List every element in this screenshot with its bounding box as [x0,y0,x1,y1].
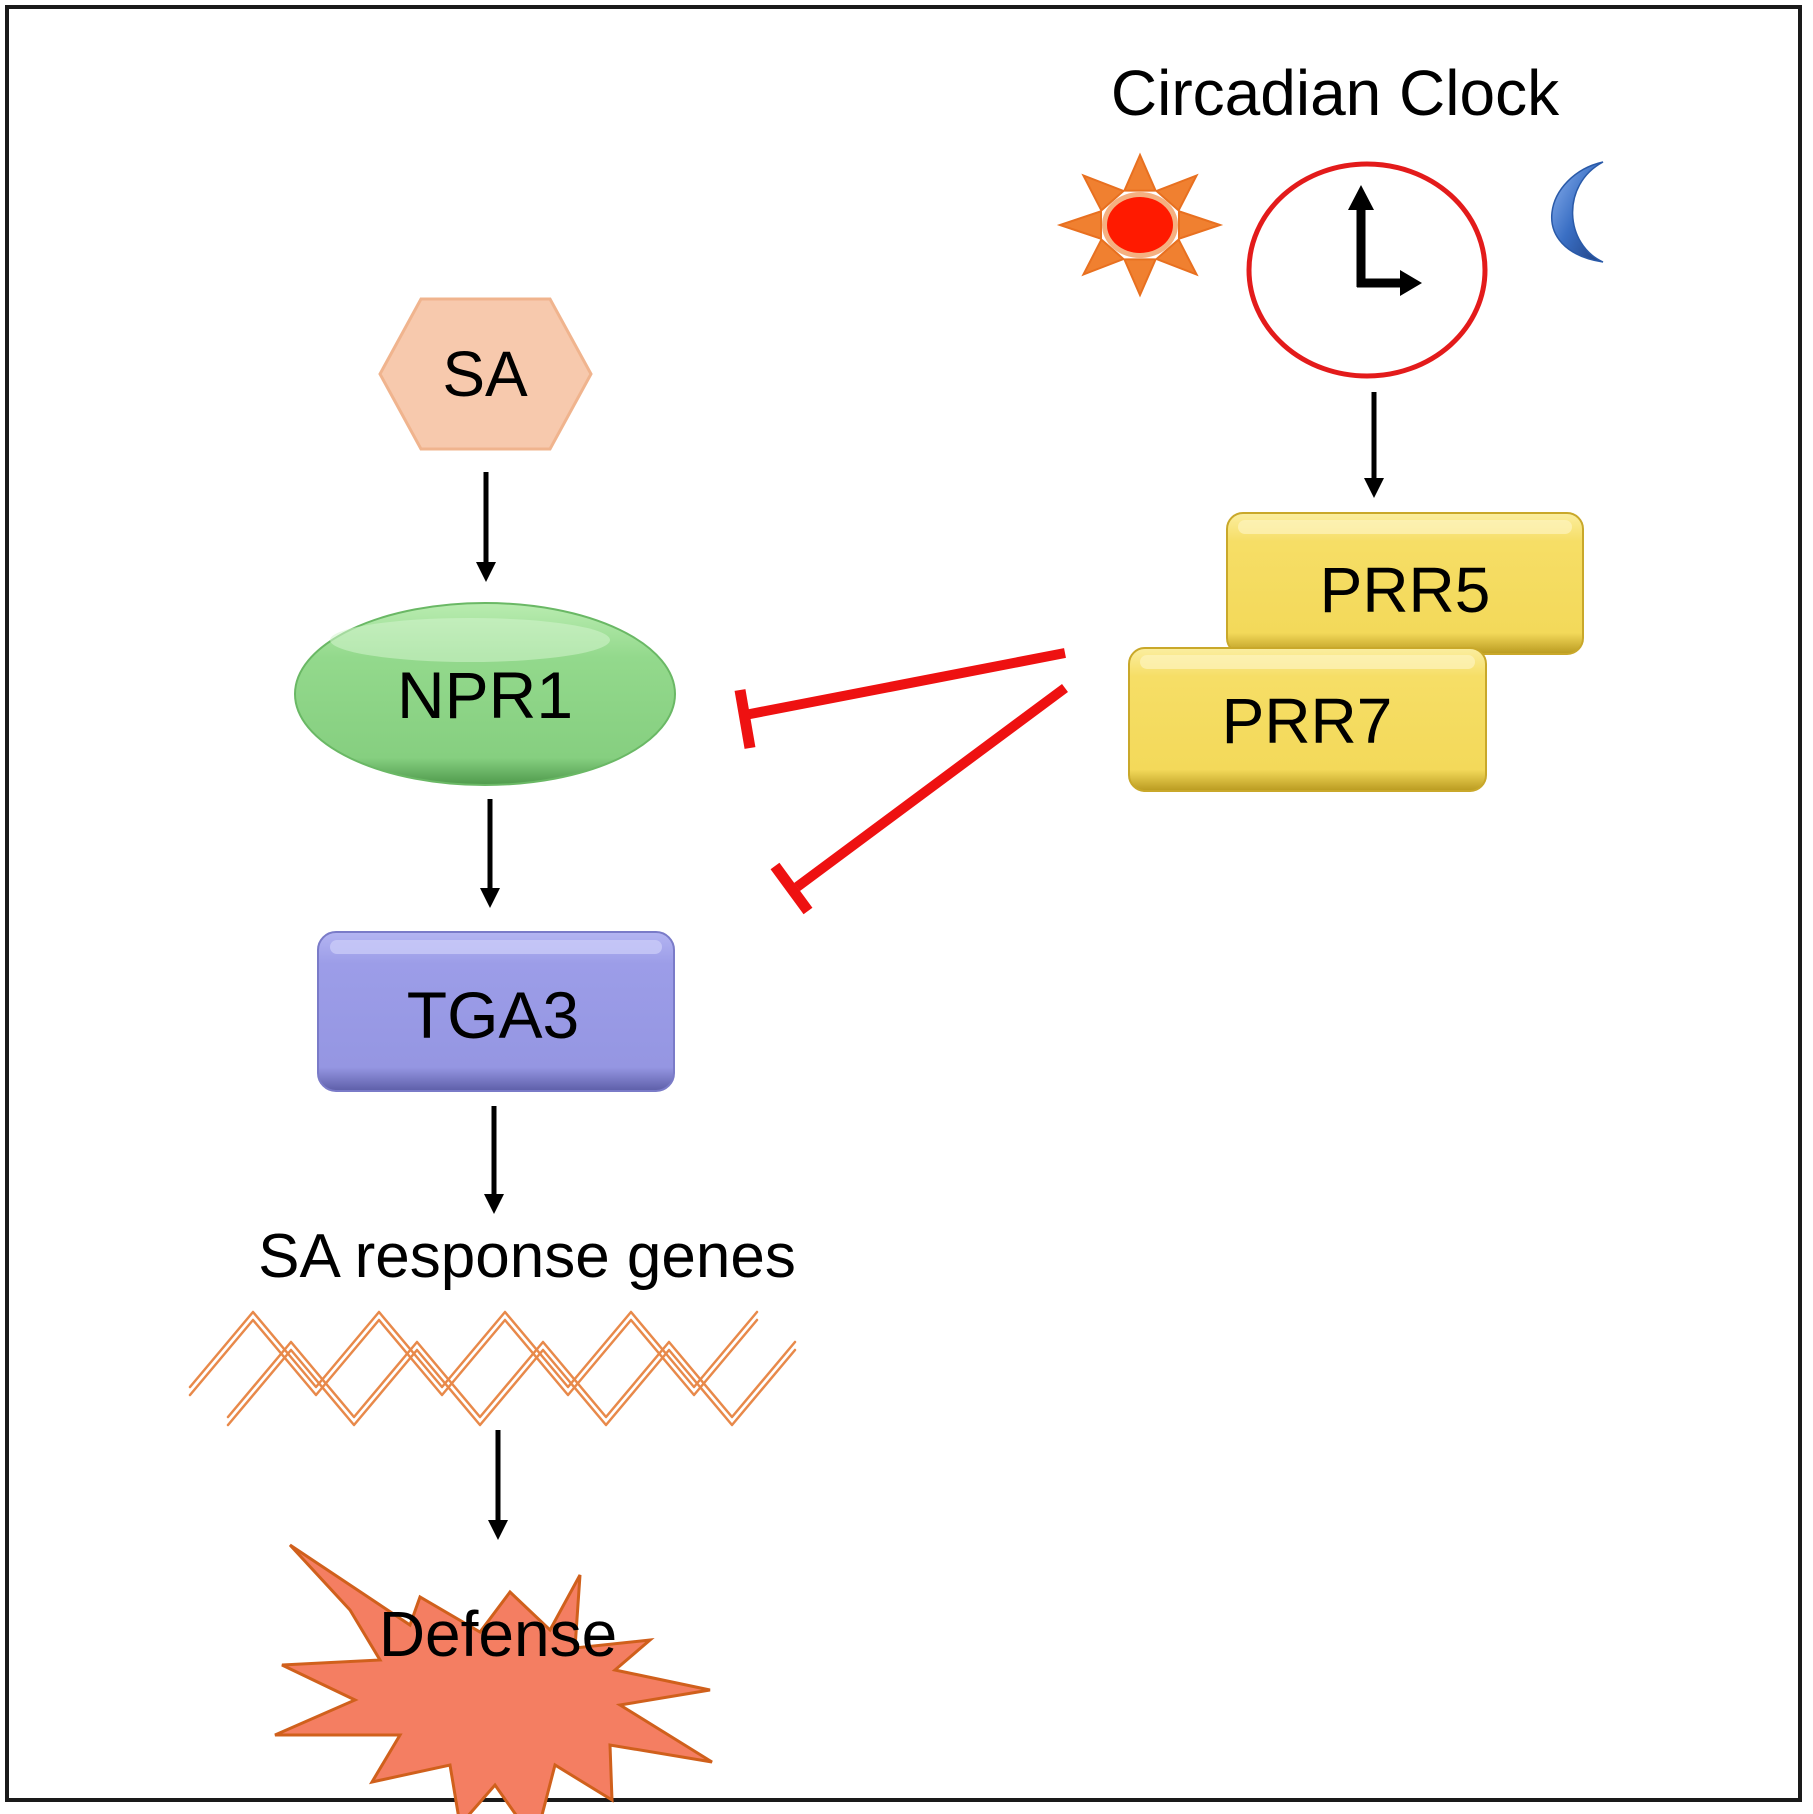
moon-icon [1550,161,1604,263]
sun-ray [1154,237,1199,277]
dna-strand [188,1310,759,1389]
sun-ray [1056,209,1102,241]
sun-ray [1081,237,1126,277]
sun-ray [1122,258,1158,298]
npr1-node[interactable]: NPR1 [294,602,676,786]
npr1-label: NPR1 [397,658,573,732]
sun-ray [1081,173,1126,213]
dna-strand [226,1340,797,1419]
circadian-clock-title: Circadian Clock [1111,57,1560,129]
sa-label: SA [442,338,528,410]
sun-ray [1122,152,1158,192]
dna-strand [188,1318,759,1397]
tga3-label: TGA3 [407,978,579,1052]
prr5-node[interactable]: PRR5 [1226,512,1584,655]
sa-response-genes-label: SA response genes [258,1222,796,1291]
defense-node[interactable]: Defense [274,1543,713,1814]
inhibition-prr-to-tga3 [770,683,1068,915]
figure-frame [5,5,1802,1802]
sun-icon [1056,152,1224,298]
sa-node[interactable]: SA [378,297,593,451]
inhibition-prr-to-npr1 [734,648,1066,749]
sun-ray [1178,209,1224,241]
clock-icon [1246,161,1488,379]
dna-strand [226,1348,797,1427]
dna-helix-icon [188,1310,797,1427]
defense-label: Defense [379,1598,617,1670]
prr5-label: PRR5 [1320,554,1491,626]
prr7-label: PRR7 [1222,685,1393,757]
prr7-node[interactable]: PRR7 [1128,647,1487,792]
sun-ray [1154,173,1199,213]
tga3-node[interactable]: TGA3 [317,931,675,1092]
